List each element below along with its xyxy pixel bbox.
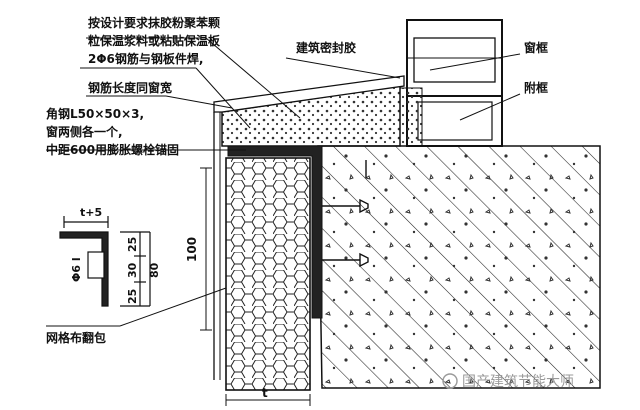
dim-30-label: 30 <box>126 262 139 278</box>
sealant-label: 建筑密封胶 <box>295 40 356 55</box>
frame-packing <box>399 87 423 147</box>
leader-lines <box>46 37 521 327</box>
watermark: 国产建筑节能大师 <box>442 373 574 390</box>
angle-note-1: 角钢L50×50×3, <box>46 106 144 121</box>
insulation-board <box>225 157 311 391</box>
concrete-wall <box>317 145 601 389</box>
dimension-100-label: 100 <box>185 237 199 262</box>
angle-note-3: 中距600用膨胀螺栓锚固 <box>46 142 179 157</box>
window-frame-label: 窗框 <box>524 40 548 55</box>
sill-render <box>213 75 405 113</box>
expansion-anchors <box>322 160 369 268</box>
note-line-2: 粒保温浆料或粘贴保温板 <box>88 33 221 48</box>
angle-section-detail <box>59 216 151 307</box>
window-frame <box>406 19 503 97</box>
dimension-100 <box>200 167 212 331</box>
dim-25a-label: 25 <box>126 237 139 252</box>
dimension-t <box>225 394 311 406</box>
dimension-t-label: t <box>262 386 268 400</box>
dim-phi-label: Φ6 l <box>70 257 83 282</box>
note-line-4: 钢筋长度同窗宽 <box>88 80 172 95</box>
dim-25b-label: 25 <box>126 289 139 304</box>
dim-80-label: 80 <box>148 262 161 278</box>
angle-steel <box>227 145 323 319</box>
dim-t5-label: t+5 <box>80 206 102 219</box>
angle-note-2: 窗两侧各一个, <box>46 124 123 139</box>
watermark-text: 国产建筑节能大师 <box>462 374 574 390</box>
note-line-3: 2Φ6钢筋与钢板件焊, <box>88 51 203 66</box>
sub-frame-label: 附框 <box>524 80 548 95</box>
note-line-1: 按设计要求抹胶粉聚苯颗 <box>88 15 220 30</box>
mesh-label: 网格布翻包 <box>46 330 106 345</box>
